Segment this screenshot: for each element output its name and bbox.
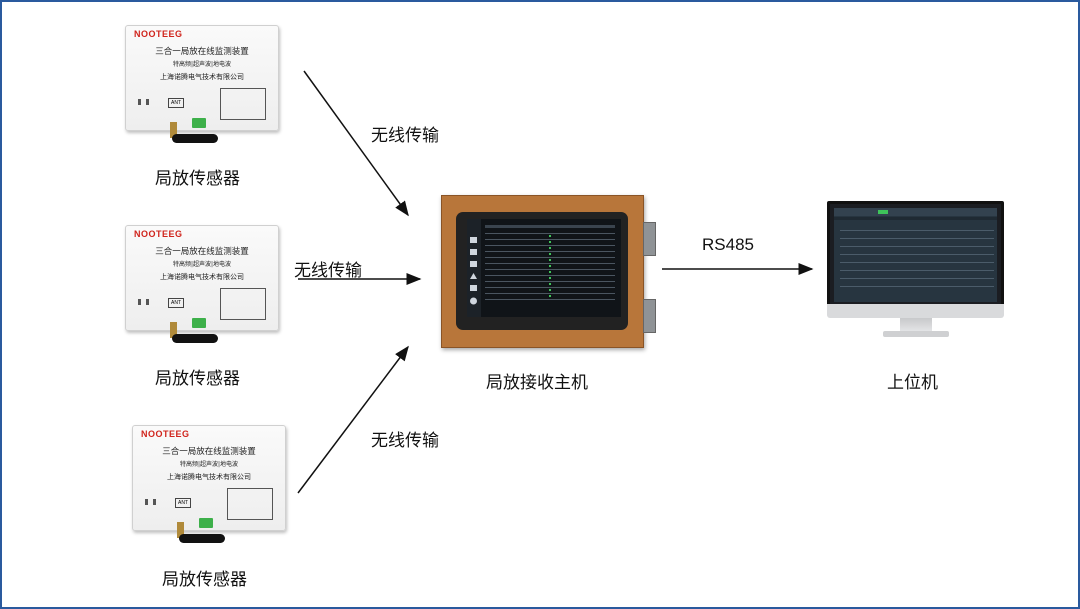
host-label: 局放接收主机 xyxy=(486,373,588,393)
monitor-chin xyxy=(827,304,1004,318)
sensor-company: 上海诺腾电气技术有限公司 xyxy=(160,73,244,81)
led-icon xyxy=(145,499,148,505)
sensor-subtitle: 特高频|超声波|地电波 xyxy=(172,61,232,68)
mode-table xyxy=(227,488,273,520)
antenna-base-icon xyxy=(170,322,177,338)
pc-screen-content xyxy=(834,208,997,287)
antenna-base-icon xyxy=(170,122,177,138)
terminal-connector-icon xyxy=(192,118,206,128)
wireless-label-3: 无线传输 xyxy=(371,431,439,451)
antenna-icon xyxy=(172,134,218,143)
sensor-title: 三合一局放在线监测装置 xyxy=(155,47,249,57)
sensor-brand: NOOTEEG xyxy=(141,429,190,439)
rs485-label: RS485 xyxy=(702,235,754,254)
host-receiver-device xyxy=(441,195,644,348)
sensor-company: 上海诺腾电气技术有限公司 xyxy=(160,273,244,281)
antenna-icon xyxy=(172,334,218,343)
host-hinge-bottom xyxy=(643,299,656,333)
host-screen-content xyxy=(467,219,615,317)
terminal-connector-icon xyxy=(192,318,206,328)
pc-monitor xyxy=(827,201,1004,310)
sensor-brand: NOOTEEG xyxy=(134,29,183,39)
led-icon xyxy=(138,99,141,105)
sensor-subtitle: 特高频|超声波|地电波 xyxy=(179,461,239,468)
terminal-connector-icon xyxy=(199,518,213,528)
sensor-device-1: NOOTEEG 三合一局放在线监测装置 特高频|超声波|地电波 上海诺腾电气技术… xyxy=(125,25,279,143)
led-icon xyxy=(146,299,149,305)
sensor-device-2: NOOTEEG 三合一局放在线监测装置 特高频|超声波|地电波 上海诺腾电气技术… xyxy=(125,225,279,343)
sensor-label-1: 局放传感器 xyxy=(155,169,240,189)
led-icon xyxy=(146,99,149,105)
mode-table xyxy=(220,88,266,120)
monitor-stand xyxy=(900,318,932,332)
antenna-port-label: ANT xyxy=(175,498,191,508)
wireless-label-1: 无线传输 xyxy=(371,126,439,146)
sensor-label-3: 局放传感器 xyxy=(162,570,247,590)
antenna-port-label: ANT xyxy=(168,298,184,308)
host-hinge-top xyxy=(643,222,656,256)
sensor-company: 上海诺腾电气技术有限公司 xyxy=(167,473,251,481)
arrow-sensor1-to-host xyxy=(303,70,409,217)
antenna-port-label: ANT xyxy=(168,98,184,108)
sensor-title: 三合一局放在线监测装置 xyxy=(155,247,249,257)
pc-screen xyxy=(834,208,997,302)
monitor-base xyxy=(883,331,949,337)
led-icon xyxy=(153,499,156,505)
sensor-device-3: NOOTEEG 三合一局放在线监测装置 特高频|超声波|地电波 上海诺腾电气技术… xyxy=(132,425,286,543)
wireless-label-2: 无线传输 xyxy=(294,261,362,281)
led-icon xyxy=(138,299,141,305)
mode-table xyxy=(220,288,266,320)
sensor-title: 三合一局放在线监测装置 xyxy=(162,447,256,457)
pc-label: 上位机 xyxy=(887,373,938,393)
sensor-brand: NOOTEEG xyxy=(134,229,183,239)
antenna-icon xyxy=(179,534,225,543)
sensor-subtitle: 特高频|超声波|地电波 xyxy=(172,261,232,268)
sensor-label-2: 局放传感器 xyxy=(155,369,240,389)
host-screen xyxy=(467,219,621,317)
antenna-base-icon xyxy=(177,522,184,538)
arrow-sensor3-to-host xyxy=(297,345,409,494)
host-touchscreen xyxy=(456,212,628,330)
